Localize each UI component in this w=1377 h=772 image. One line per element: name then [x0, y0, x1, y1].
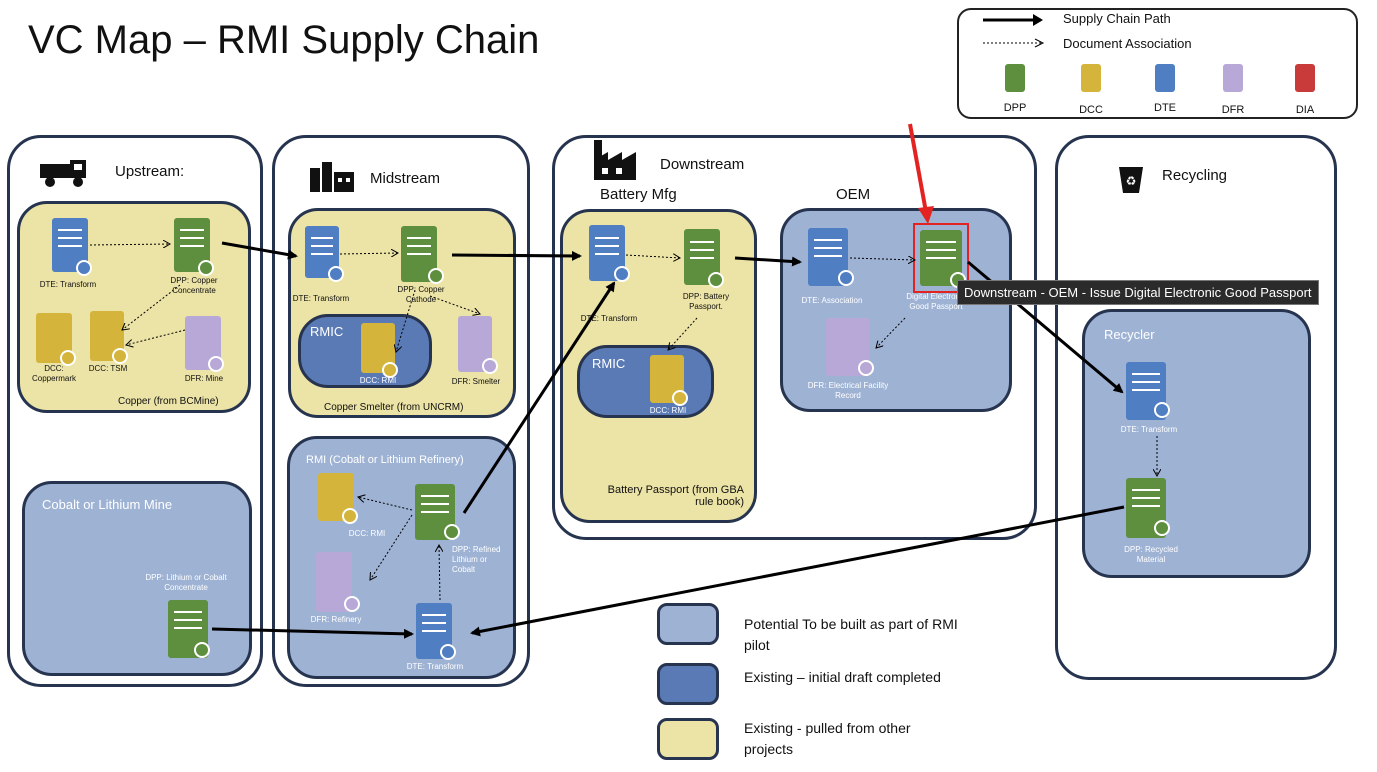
key-swatch-existing-pulled — [657, 718, 719, 760]
key-swatch-potential — [657, 603, 719, 645]
label-oem-dte: DTE: Association — [801, 296, 863, 305]
upstream-copper-caption: Copper (from BCMine) — [118, 396, 219, 407]
legend-doc-dpp — [1005, 64, 1025, 92]
lane-title-recycling: Recycling — [1162, 167, 1228, 184]
label-oem-digital-passport: Digital Electronic Good Passport — [906, 292, 966, 311]
legend-doc-dcc — [1081, 64, 1101, 92]
legend-label-dcc: DCC — [1079, 104, 1103, 116]
label-recycler-dpp: DPP: Recycled Material — [1124, 545, 1178, 564]
key-swatch-existing-draft — [657, 663, 719, 705]
label-oem-dfr: DFR: Electrical Facility Record — [807, 381, 889, 400]
label-upstream-dpp-lithium: DPP: Lithium or Cobalt Concentrate — [145, 573, 227, 592]
label-refinery-dpp: DPP: Refined Lithium or Cobalt — [452, 545, 501, 574]
label-upstream-dte: DTE: Transform — [39, 280, 97, 289]
label-midstream-dte: DTE: Transform — [292, 294, 350, 303]
label-battery-dte: DTE: Transform — [580, 314, 638, 323]
svg-text:♻: ♻ — [1126, 174, 1137, 188]
lane-title-downstream: Downstream — [660, 156, 745, 173]
lane-title-upstream: Upstream: — [115, 163, 185, 180]
legend-label-dia: DIA — [1295, 104, 1315, 116]
plant-icon — [592, 140, 638, 180]
downstream-battery-title: Battery Mfg — [600, 186, 677, 203]
downstream-rmic-label: RMIC — [592, 356, 626, 371]
label-midstream-dcc: DCC: RMI — [359, 376, 397, 385]
key-text-existing-draft: Existing – initial draft completed — [744, 669, 941, 685]
upstream-cobalt-title: Cobalt or Lithium Mine — [42, 497, 173, 512]
midstream-rmic-label: RMIC — [310, 324, 344, 339]
legend-doc-dia — [1295, 64, 1315, 92]
midstream-refinery-title: RMI (Cobalt or Lithium Refinery) — [306, 454, 464, 466]
legend-label-dpp: DPP — [1003, 102, 1027, 114]
label-midstream-dfr: DFR: Smelter — [451, 377, 501, 386]
label-midstream-dpp: DPP: Copper Cathode — [397, 285, 445, 304]
legend-doc-dte — [1155, 64, 1175, 92]
factory-icon — [308, 160, 356, 192]
label-upstream-dpp: DPP: Copper Concentrate — [170, 276, 218, 295]
legend-arrows — [983, 14, 1045, 48]
recycle-bin-icon: ♻ — [1117, 163, 1145, 193]
label-battery-dpp: DPP: Battery Passport. — [682, 292, 730, 311]
key-text-existing-pulled: Existing - pulled from other projects — [744, 720, 911, 757]
label-upstream-dcc-coppermark: DCC: Coppermark — [31, 364, 76, 383]
label-battery-dcc: DCC: RMI — [649, 406, 687, 415]
upstream-cobalt-box — [22, 481, 252, 676]
legend: Supply Chain Path Document Association D… — [957, 8, 1358, 119]
label-refinery-dte: DTE: Transform — [406, 662, 464, 671]
lane-title-midstream: Midstream — [370, 170, 441, 187]
label-refinery-dfr: DFR: Refinery — [310, 615, 362, 624]
mining-truck-icon — [38, 158, 90, 188]
key-text-potential: Potential To be built as part of RMI pil… — [744, 616, 958, 653]
label-recycler-dte: DTE: Transform — [1120, 425, 1178, 434]
label-upstream-dcc-tsm: DCC: TSM — [88, 364, 128, 373]
page-title: VC Map – RMI Supply Chain — [28, 18, 540, 62]
label-upstream-dfr: DFR: Mine — [184, 374, 224, 383]
downstream-oem-title: OEM — [836, 186, 871, 203]
legend-label-dte: DTE — [1154, 102, 1176, 114]
recycler-title: Recycler — [1104, 327, 1155, 342]
legend-doc-dfr — [1223, 64, 1243, 92]
label-refinery-dcc: DCC: RMI — [348, 529, 386, 538]
recycler-box — [1082, 309, 1311, 578]
legend-document-association: Document Association — [1063, 36, 1192, 51]
legend-supply-chain-path: Supply Chain Path — [1063, 11, 1171, 26]
downstream-battery-caption: Battery Passport (from GBA rule book) — [607, 484, 744, 508]
legend-label-dfr: DFR — [1221, 104, 1245, 116]
hover-tooltip: Downstream - OEM - Issue Digital Electro… — [957, 280, 1319, 305]
midstream-smelter-caption: Copper Smelter (from UNCRM) — [324, 402, 464, 413]
